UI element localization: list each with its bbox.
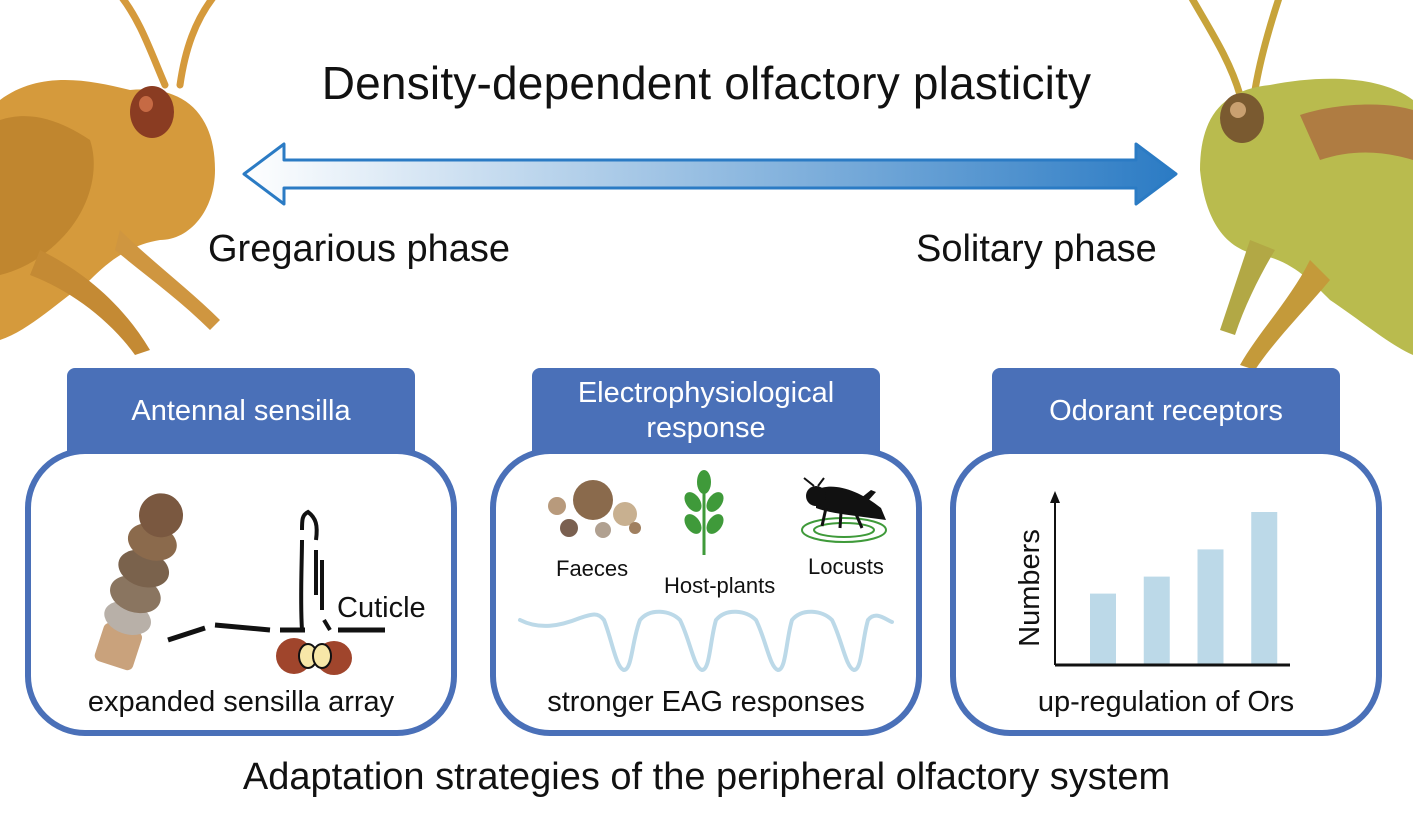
gregarious-locust-eye-highlight	[139, 96, 153, 112]
olfactory-neuron	[312, 643, 332, 669]
eag-trace	[518, 609, 894, 673]
plant-icon	[684, 470, 724, 555]
y-axis-label: Numbers	[1014, 529, 1046, 647]
solitary-locust-eye-highlight	[1230, 102, 1246, 118]
gregarious-locust-illustration	[0, 0, 220, 355]
faeces-label: Faeces	[556, 556, 629, 581]
faeces-icon	[548, 480, 641, 538]
or-bar-chart: Numbers	[1014, 491, 1290, 667]
electrophysiology-header: Electrophysiological response	[532, 368, 880, 454]
sensillum-outline	[299, 509, 332, 632]
solitary-locust-leg	[1240, 260, 1330, 370]
gregarious-phase-label: Gregarious phase	[208, 228, 511, 270]
locusts-label: Locusts	[808, 554, 884, 579]
phase-transition-arrow	[242, 142, 1178, 206]
y-axis-arrowhead	[1050, 491, 1060, 503]
odorant-receptors-caption: up-regulation of Ors	[1037, 686, 1295, 718]
figure-title: Density-dependent olfactory plasticity	[321, 57, 1092, 109]
antenna-connector-line	[167, 622, 271, 643]
solitary-locust-illustration	[1188, 0, 1413, 370]
or-bar	[1143, 576, 1170, 665]
antenna-icon	[94, 493, 385, 675]
electrophysiology-caption: stronger EAG responses	[547, 686, 865, 718]
antennal-sensilla-header: Antennal sensilla	[67, 368, 415, 454]
electrophysiology-header-line2: response	[646, 412, 766, 444]
figure-footer: Adaptation strategies of the peripheral …	[242, 756, 1171, 798]
gregarious-locust-shade	[0, 116, 94, 275]
gregarious-locust-antennae	[119, 0, 216, 89]
antennal-sensilla-panel	[25, 448, 457, 736]
cuticle-label: Cuticle	[337, 592, 426, 624]
solitary-phase-label: Solitary phase	[916, 228, 1157, 270]
or-bar	[1197, 549, 1224, 665]
solitary-locust-shade	[1300, 104, 1413, 160]
solitary-locust-leg-2	[1220, 240, 1275, 335]
odorant-receptors-header: Odorant receptors	[992, 368, 1340, 454]
or-bar	[1251, 512, 1278, 665]
locust-icon	[801, 477, 887, 543]
solitary-locust-antennae	[1188, 0, 1283, 99]
electrophysiology-header-line1: Electrophysiological	[577, 377, 835, 410]
host-plants-label: Host-plants	[664, 573, 776, 598]
antenna-tip-segment	[139, 493, 184, 538]
antennal-sensilla-caption: expanded sensilla array	[87, 686, 395, 718]
gregarious-locust-leg	[30, 250, 150, 355]
or-bar	[1090, 593, 1116, 665]
solitary-locust-eye	[1220, 93, 1264, 143]
gregarious-locust-leg-2	[115, 230, 220, 330]
electrophysiology-panel	[490, 448, 922, 736]
